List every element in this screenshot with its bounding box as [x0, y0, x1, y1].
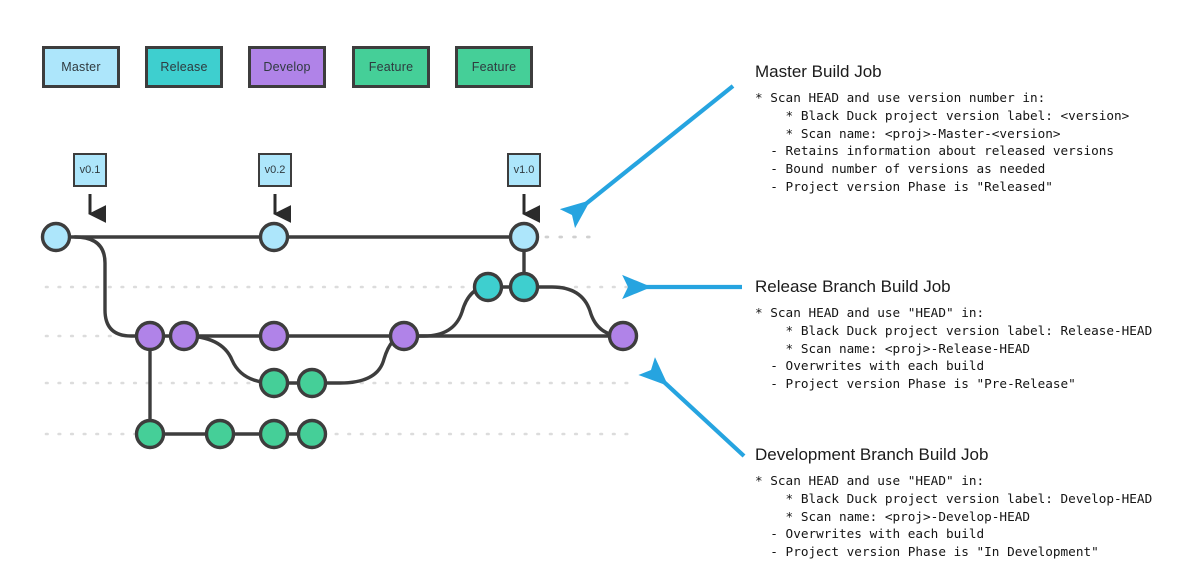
commit-node-master [508, 221, 540, 253]
annotation-line: - Overwrites with each build [755, 358, 985, 374]
commit-node-feature-2 [296, 418, 328, 450]
version-tag-label: v0.1 [79, 164, 101, 176]
git-flow-graph [40, 194, 639, 450]
branch-paths [54, 235, 625, 436]
legend-item-label: Feature [471, 60, 517, 74]
legend-item-label: Feature [368, 60, 414, 74]
commit-node-feature-2 [134, 418, 166, 450]
annotation-line: * Scan name: <proj>-Release-HEAD [755, 340, 1030, 356]
commit-node-develop [134, 320, 166, 352]
annotation-line: - Bound number of versions as needed [755, 161, 1046, 177]
commit-nodes [40, 221, 639, 450]
commit-node-release [472, 271, 504, 303]
legend-item-label: Release [160, 60, 208, 74]
annotation-line: - Project version Phase is "Pre-Release" [755, 376, 1076, 392]
path-release-to-develop [522, 285, 625, 338]
legend-item-feature-4: Feature [455, 46, 533, 88]
commit-node-feature-2 [258, 418, 290, 450]
annotation-line: - Retains information about released ver… [755, 143, 1115, 159]
annotation-body: * Scan HEAD and use version number in: *… [755, 89, 1129, 196]
commit-node-master [258, 221, 290, 253]
legend-item-label: Develop [263, 60, 311, 74]
commit-node-develop [607, 320, 639, 352]
annotation-line: - Project version Phase is "In Developme… [755, 544, 1099, 560]
path-develop-to-feature-1 [182, 334, 276, 385]
version-tag-v1-0: v1.0 [507, 153, 541, 187]
legend-item-feature-3: Feature [352, 46, 430, 88]
version-tag-label: v1.0 [513, 164, 535, 176]
commit-node-develop [388, 320, 420, 352]
annotation-title: Master Build Job [755, 62, 882, 81]
annotation-line: * Scan name: <proj>-Master-<version> [755, 125, 1061, 141]
version-tag-v0-2: v0.2 [258, 153, 292, 187]
legend-item-release-1: Release [145, 46, 223, 88]
commit-node-release [508, 271, 540, 303]
version-tag-label: v0.2 [264, 164, 286, 176]
commit-node-develop [168, 320, 200, 352]
commit-node-feature-1 [296, 367, 328, 399]
annotation-line: * Black Duck project version label: <ver… [755, 107, 1130, 123]
annotation-line: * Scan HEAD and use version number in: [755, 90, 1046, 105]
annotation-panel-1: Release Branch Build Job * Scan HEAD and … [755, 277, 1152, 393]
branch-legend: Master Release Develop Feature Feature [0, 0, 620, 130]
version-tag-arrows [88, 194, 541, 223]
annotation-line: - Project version Phase is "Released" [755, 178, 1053, 194]
commit-node-develop [258, 320, 290, 352]
annotation-line: * Scan name: <proj>-Develop-HEAD [755, 508, 1030, 524]
annotation-line: * Black Duck project version label: Rele… [755, 322, 1153, 338]
annotation-panel-0: Master Build Job * Scan HEAD and use vers… [755, 62, 1129, 196]
legend-item-label: Master [61, 60, 101, 74]
legend-item-develop-2: Develop [248, 46, 326, 88]
annotation-body: * Scan HEAD and use "HEAD" in: * Black D… [755, 304, 1152, 393]
path-feature-1-merge [310, 334, 406, 385]
annotation-line: * Black Duck project version label: Deve… [755, 490, 1153, 506]
version-tag-v0-1: v0.1 [73, 153, 107, 187]
annotation-panel-2: Development Branch Build Job * Scan HEAD … [755, 445, 1152, 561]
commit-node-feature-2 [204, 418, 236, 450]
commit-node-master [40, 221, 72, 253]
legend-item-master-0: Master [42, 46, 120, 88]
annotation-title: Release Branch Build Job [755, 277, 951, 296]
annotation-title: Development Branch Build Job [755, 445, 989, 464]
path-master-to-develop [73, 235, 152, 338]
commit-node-feature-1 [258, 367, 290, 399]
annotation-body: * Scan HEAD and use "HEAD" in: * Black D… [755, 472, 1152, 561]
annotation-line: * Scan HEAD and use "HEAD" in: [755, 473, 985, 488]
annotation-line: * Scan HEAD and use "HEAD" in: [755, 305, 985, 320]
annotation-line: - Overwrites with each build [755, 526, 985, 542]
